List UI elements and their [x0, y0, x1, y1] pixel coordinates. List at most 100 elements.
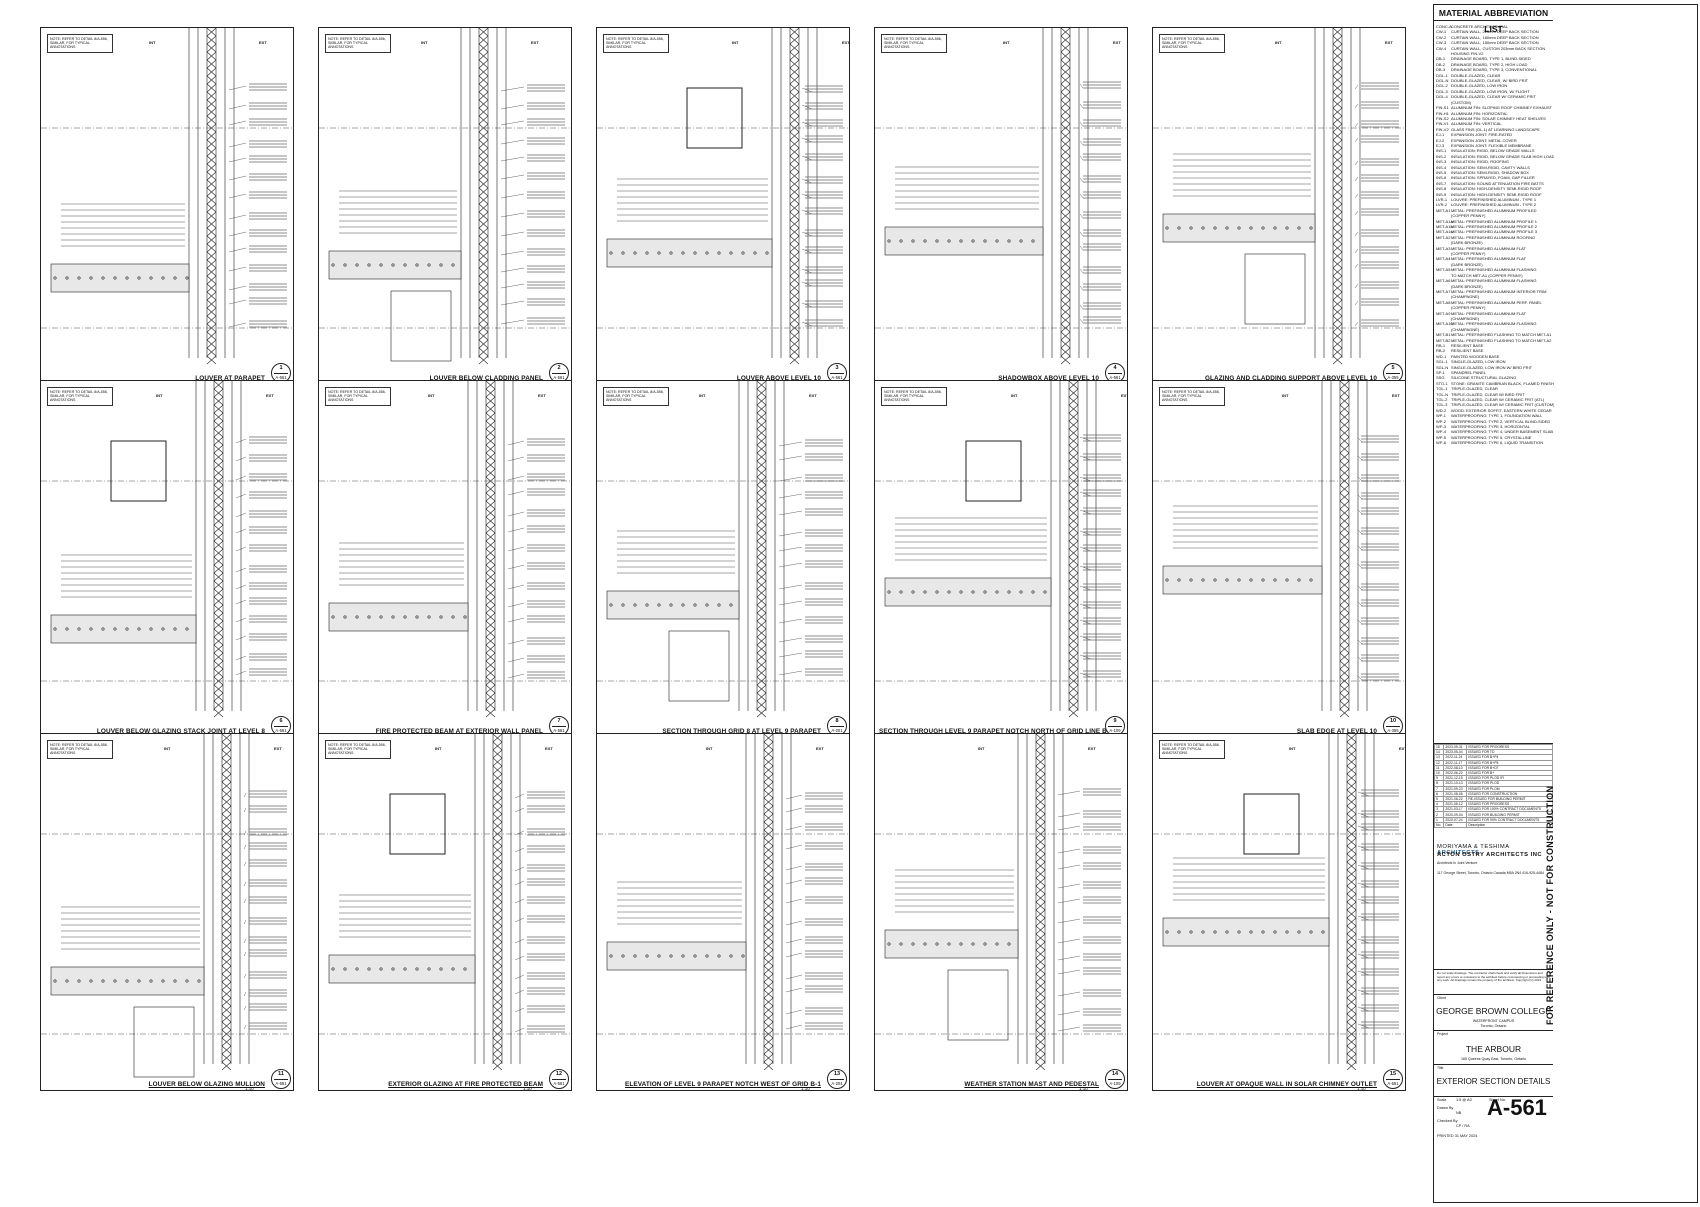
material-desc: DRAINAGE BOARD, TYPE 3, CONVENTIONAL [1451, 67, 1537, 73]
material-code: DGL-2 [1436, 83, 1448, 89]
material-code: SGL-N [1436, 364, 1449, 370]
detail-title: SECTION THROUGH GRID 8 AT LEVEL 9 PARAPE… [662, 728, 821, 735]
detail-note: NOTE: REFER TO DETAIL 8/A-556, SIMILAR, … [1159, 34, 1225, 53]
material-code: EJ-1 [1436, 132, 1445, 138]
material-desc: METAL: PREFINISHED FLASHING TO MATCH MET… [1451, 337, 1552, 343]
detail-note: NOTE: REFER TO DETAIL 8/A-556, SIMILAR, … [47, 34, 113, 53]
material-code: RB-1 [1436, 342, 1446, 348]
detail-scale: 1:10 [523, 1086, 532, 1091]
title-label: Title [1437, 1066, 1444, 1070]
divider [1434, 1096, 1553, 1097]
printed-date: PRINTED 31 MAY 2024 [1437, 1134, 1478, 1138]
interior-label: INT [156, 393, 163, 398]
material-desc: WATERPROOFING: TYPE 6, LIQUID TRANSITION [1451, 440, 1544, 446]
interior-label: INT [164, 746, 171, 751]
firm1-a: MORIYAMA & TESHIMA [1437, 844, 1510, 850]
material-code: MET-A4 [1436, 256, 1451, 262]
detail-number: 2 [557, 365, 561, 371]
detail-number: 13 [833, 1071, 841, 1077]
detail-note: NOTE: REFER TO DETAIL 8/A-556, SIMILAR, … [1159, 387, 1225, 406]
detail-note: NOTE: REFER TO DETAIL 8/A-556, SIMILAR, … [603, 34, 669, 53]
material-code: DGL-N [1436, 78, 1449, 84]
project-address: 165 Queens Quay East, Toronto, Ontario [1460, 1057, 1527, 1061]
material-desc: METAL: PREFINISHED ALUMINUM FLAT [1451, 256, 1526, 262]
interior-label: INT [428, 393, 435, 398]
detail-ref: A-355 [1387, 375, 1399, 380]
detail-ref: A-561 [275, 1081, 287, 1086]
material-code: FIN-S2 [1436, 115, 1449, 121]
detail-title: LOUVER BELOW GLAZING MULLION [148, 1081, 265, 1088]
detail-ref: A-204 [831, 1081, 843, 1086]
firm-address: 117 George Street, Toronto, Ontario Cana… [1437, 871, 1544, 875]
material-item: MET-B1METAL: PREFINISHED FLASHING TO MAT… [1436, 332, 1554, 337]
material-desc: DOUBLE-GLAZED, CLEAR, W/ BIRD FRIT [1451, 78, 1529, 84]
detail-panel: NOTE: REFER TO DETAIL 8/A-556, SIMILAR, … [1152, 733, 1406, 1091]
detail-drawing [875, 28, 1127, 365]
detail-ref: A-109 [1109, 728, 1121, 733]
material-code: FIN-H1 [1436, 110, 1449, 116]
material-desc: INSULATION: RIGID, BELOW GRADE WALLS [1451, 148, 1535, 154]
exterior-label: EXT [1113, 40, 1121, 45]
material-desc: INSULATION: RIGID, BELOW GRADE SLAB HIGH… [1451, 153, 1554, 159]
material-item: HOUSING FIN-V2 [1436, 51, 1554, 56]
material-code: INS-1 [1436, 148, 1447, 154]
material-desc: (COPPER PENNY) [1451, 213, 1486, 219]
checked-label: Checked By [1437, 1119, 1458, 1123]
exterior-label: EXT [266, 393, 274, 398]
material-desc: DOUBLE-GLAZED, CLEAR [1451, 72, 1501, 78]
material-desc: METAL: PREFINISHED FLASHING TO MATCH MET… [1451, 332, 1552, 338]
material-desc: (CHAMPAGNE) [1451, 326, 1480, 332]
material-desc: CONCRETE ARCHITECTURAL [1451, 24, 1508, 29]
material-code: EJ-2 [1436, 137, 1445, 143]
detail-note: NOTE: REFER TO DETAIL 8/A-556, SIMILAR, … [325, 387, 391, 406]
material-code: MET-A9 [1436, 310, 1451, 316]
material-code: RB-2 [1436, 348, 1446, 354]
material-code: DGL-4 [1436, 94, 1448, 100]
detail-panel: NOTE: REFER TO DETAIL 8/A-556, SIMILAR, … [318, 27, 572, 385]
detail-panel: NOTE: REFER TO DETAIL 8/A-556, SIMILAR, … [874, 27, 1128, 385]
client-sub1: WATERFRONT CAMPUS [1472, 1019, 1515, 1023]
detail-scale: 1:10 [801, 1086, 810, 1091]
detail-ref: A-561 [553, 375, 565, 380]
detail-note: NOTE: REFER TO DETAIL 8/A-556, SIMILAR, … [47, 740, 113, 759]
material-desc: TRIPLE-GLAZED, CLEAR W/ BIRD FRIT [1451, 391, 1525, 397]
material-list-title: MATERIAL ABBREVIATION LIST [1434, 5, 1553, 34]
material-item: (CHAMPAGNE) [1436, 316, 1554, 321]
material-desc: METAL: PREFINISHED ALUMINUM FLASHING [1451, 321, 1537, 327]
interior-label: INT [421, 40, 428, 45]
interior-label: INT [1282, 393, 1289, 398]
detail-title: ELEVATION OF LEVEL 9 PARAPET NOTCH WEST … [625, 1081, 821, 1088]
material-item: CONC-ACONCRETE ARCHITECTURAL [1436, 24, 1554, 29]
material-code: WD-1 [1436, 353, 1447, 359]
material-desc: (DARK BRONZE) [1451, 240, 1483, 246]
material-desc: LOUVRE: PREFINISHED ALUMINUM - TYPE 1 [1451, 197, 1537, 202]
detail-note: NOTE: REFER TO DETAIL 8/A-556, SIMILAR, … [325, 740, 391, 759]
detail-drawing [1153, 734, 1405, 1071]
material-code: CW-3 [1436, 40, 1447, 46]
material-desc: WATERPROOFING: TYPE 2, VERTICAL BLIND-SI… [1451, 418, 1551, 424]
material-desc: INSULATION: RIGID, ROOFING [1451, 159, 1509, 165]
material-code: INS-9 [1436, 191, 1447, 197]
material-desc: (CHAMPAGNE) [1451, 294, 1480, 300]
material-code: MET-A1b [1436, 224, 1453, 230]
material-code: MET-A1c [1436, 229, 1453, 235]
detail-panel: NOTE: REFER TO DETAIL 8/A-556, SIMILAR, … [318, 380, 572, 738]
exterior-label: EXT [1121, 393, 1127, 398]
material-desc: ALUMINUM FIN: SOLAR CHIMNEY HEAT SHELVES [1451, 115, 1546, 121]
scale-value: 1:5 @ A0 [1456, 1098, 1472, 1102]
